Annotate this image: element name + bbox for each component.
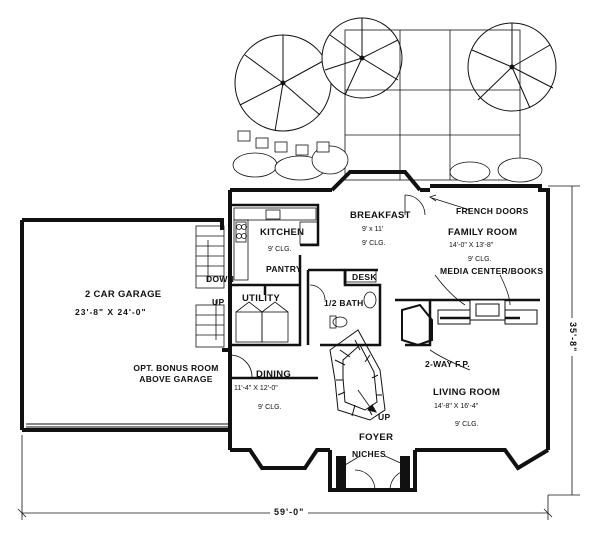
garage-size: 23'-8" X 24'-0" <box>75 307 147 317</box>
dining-size: 11'-4" X 12'-0" <box>234 385 278 392</box>
stair-down-label: DOWN <box>206 274 235 284</box>
desk-label: DESK <box>352 272 377 282</box>
doors <box>229 194 426 491</box>
living-room-label: LIVING ROOM <box>433 387 501 398</box>
kitchen-ceiling: 9' CLG. <box>268 246 292 253</box>
half-bath-label: 1/2 BATH <box>324 298 364 308</box>
french-doors-label: FRENCH DOORS <box>456 206 529 216</box>
foyer-stair <box>329 329 386 421</box>
callout-arrows <box>344 194 511 466</box>
breakfast-ceiling: 9' CLG. <box>362 240 386 247</box>
fireplace <box>401 299 538 347</box>
living-room-size: 14'-8" X 16'-4" <box>434 403 479 410</box>
shrubs <box>232 130 543 183</box>
entry-niches <box>336 456 410 490</box>
utility-fixtures <box>235 301 289 343</box>
patio <box>344 29 521 181</box>
tree-left <box>234 34 332 132</box>
breakfast-size: 9' x 11' <box>362 226 384 233</box>
dining-label: DINING <box>256 369 292 380</box>
garage-stairs <box>195 225 225 348</box>
half-bath-fixtures <box>329 269 377 329</box>
garage-label: 2 CAR GARAGE <box>85 289 162 300</box>
tree-middle <box>321 17 403 99</box>
width-dimension: 59'-0" <box>270 507 309 517</box>
dining-ceiling: 9' CLG. <box>258 404 282 411</box>
niches-label: NICHES <box>352 449 386 459</box>
pantry-label: PANTRY <box>266 264 302 274</box>
garage-bonus-note: OPT. BONUS ROOM ABOVE GARAGE <box>133 363 219 384</box>
family-room-size: 14'-0" X 13'-8" <box>449 242 494 249</box>
kitchen-label: KITCHEN <box>260 227 305 238</box>
stair-up-foyer-label: UP <box>378 412 391 422</box>
tree-right <box>467 22 557 112</box>
garage <box>20 218 232 432</box>
family-room-ceiling: 9' CLG. <box>468 256 492 263</box>
kitchen-counters <box>233 207 319 281</box>
foyer-label: FOYER <box>359 432 394 443</box>
living-room-ceiling: 9' CLG. <box>455 421 479 428</box>
utility-label: UTILITY <box>242 293 280 304</box>
fireplace-label: 2-WAY F.P. <box>425 359 470 369</box>
exterior-walls <box>228 170 550 492</box>
landscape-trees <box>234 17 557 132</box>
family-room-label: FAMILY ROOM <box>448 227 518 238</box>
depth-dimension: 35'-8" <box>568 318 578 357</box>
breakfast-label: BREAKFAST <box>350 210 411 221</box>
stair-up-garage-label: UP <box>212 297 225 307</box>
media-center-label: MEDIA CENTER/BOOKS <box>440 266 544 276</box>
